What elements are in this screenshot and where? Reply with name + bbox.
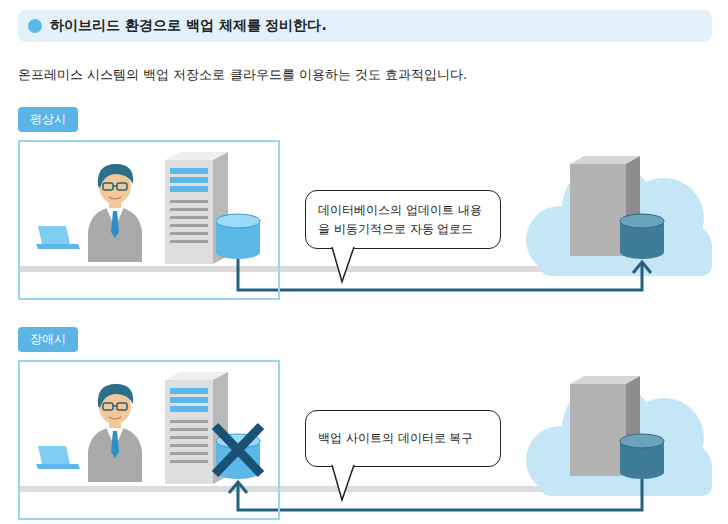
speech-bubble: 데이터베이스의 업데이트 내용을 비동기적으로 자동 업로드 [305,190,501,249]
title-text: 하이브리드 환경으로 백업 체제를 정비한다. [50,17,327,35]
title-band: 하이브리드 환경으로 백업 체제를 정비한다. [18,10,712,42]
bubble-text: 데이터베이스의 업데이트 내용을 비동기적으로 자동 업로드 [318,201,488,238]
speech-bubble: 백업 사이트의 데이터로 복구 [305,410,501,467]
bubble-pointer [330,246,360,285]
title-bullet [28,19,42,33]
state-tab: 장애시 [18,327,78,352]
bubble-pointer [330,464,360,503]
onprem-region: 평상시 [18,140,280,300]
onprem-region: 장애시 [18,360,280,520]
subtitle-text: 온프레미스 시스템의 백업 저장소로 클라우드를 이용하는 것도 효과적입니다. [18,66,467,84]
bubble-text: 백업 사이트의 데이터로 복구 [318,429,488,448]
state-tab: 평상시 [18,107,78,132]
